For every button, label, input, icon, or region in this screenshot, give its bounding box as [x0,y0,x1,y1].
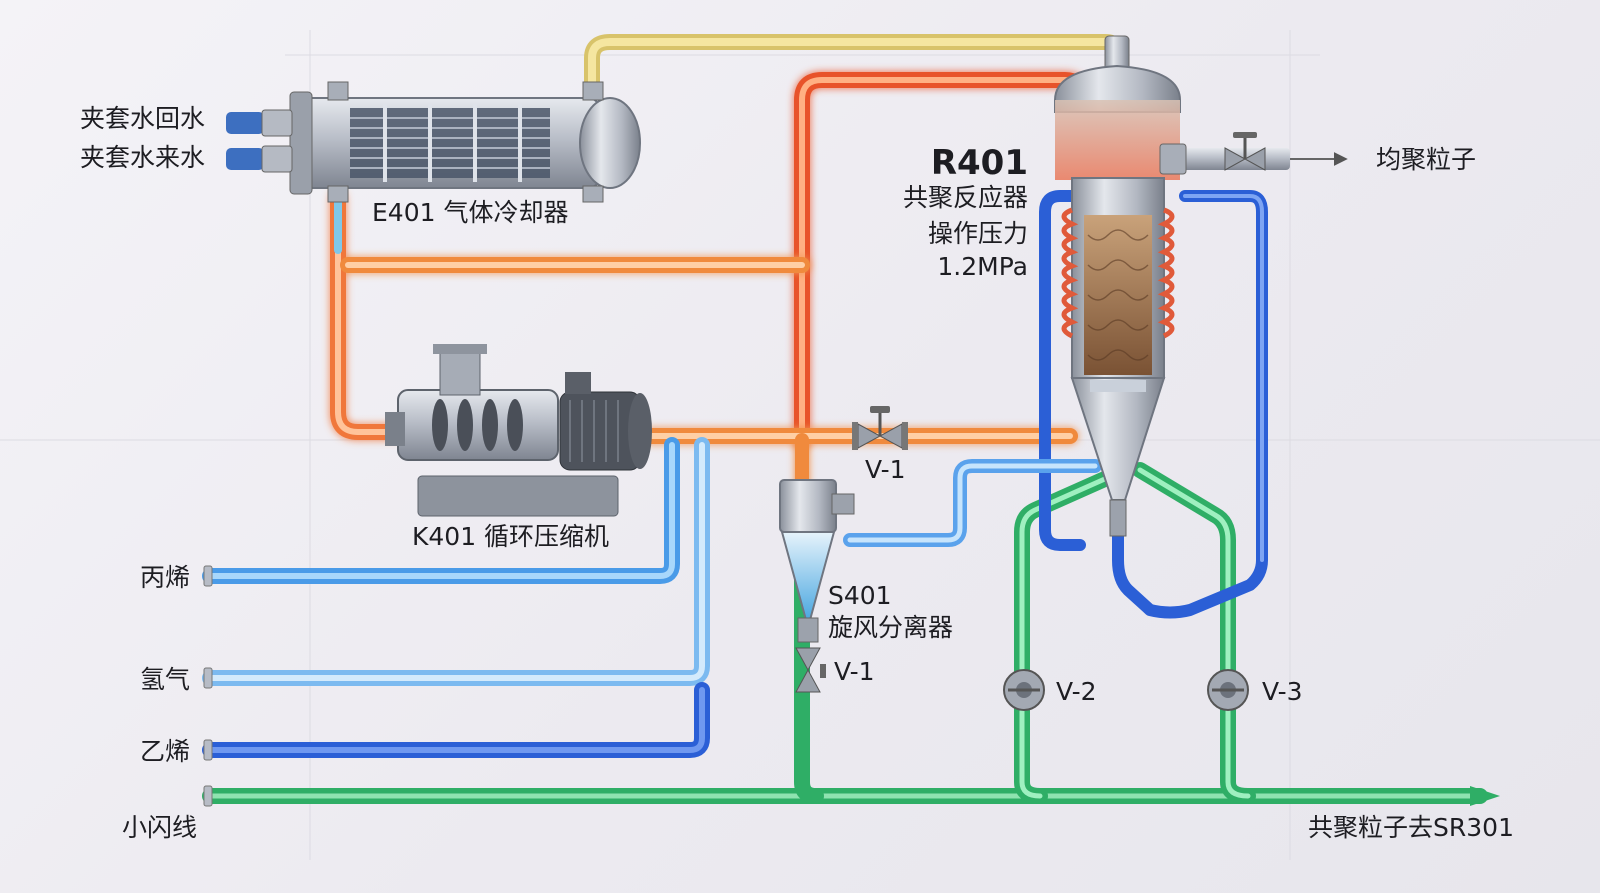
valve-v2[interactable] [1003,669,1045,711]
label-homopolymer: 均聚粒子 [1376,145,1476,174]
label-reactor-name: 共聚反应器 [903,183,1028,212]
label-ethylene: 乙烯 [140,737,190,766]
valve-v3[interactable] [1207,669,1249,711]
pipe-cyclone-return [843,459,1102,547]
pipe-ethylene [202,682,710,758]
label-compressor: K401 循环压缩机 [412,522,609,551]
pipe-flash-line [202,786,1500,806]
inlet-caps [203,565,213,807]
valve-v1-main[interactable] [852,406,908,450]
label-valve-v1-cyclone: V-1 [834,657,875,686]
cyclone-s401[interactable] [779,479,855,643]
label-valve-v2: V-2 [1056,677,1097,706]
label-valve-v1-main: V-1 [865,455,906,484]
label-flash-line: 小闪线 [122,813,197,842]
pipe-product-discharge [794,462,1256,804]
label-reactor-pressure: 操作压力 [928,219,1028,248]
label-cooler: E401 气体冷却器 [372,198,568,227]
label-hydrogen: 氢气 [140,665,190,694]
label-jacket-supply: 夹套水来水 [80,143,205,172]
reactor-r401[interactable] [1054,35,1187,537]
label-reactor-tag: R401 [931,143,1028,183]
valve-homopolymer[interactable] [1224,132,1266,171]
jacket-water-nozzles [226,109,293,173]
label-valve-v3: V-3 [1262,677,1303,706]
label-jacket-return: 夹套水回水 [80,104,205,133]
compressor-k401[interactable] [385,344,652,517]
pipe-reactor-jacket-loop [1039,190,1268,619]
label-reactor-pressure-value: 1.2MPa [937,252,1028,281]
label-propylene: 丙烯 [140,563,190,592]
pipe-hydrogen [202,437,710,686]
label-cyclone-tag: S401 [828,581,892,610]
cooler-e401[interactable] [289,81,641,203]
valve-v1-cyclone[interactable] [795,647,826,693]
label-cyclone-name: 旋风分离器 [828,613,953,642]
label-copolymer-out: 共聚粒子去SR301 [1308,813,1514,842]
pipe-propylene [202,437,680,584]
